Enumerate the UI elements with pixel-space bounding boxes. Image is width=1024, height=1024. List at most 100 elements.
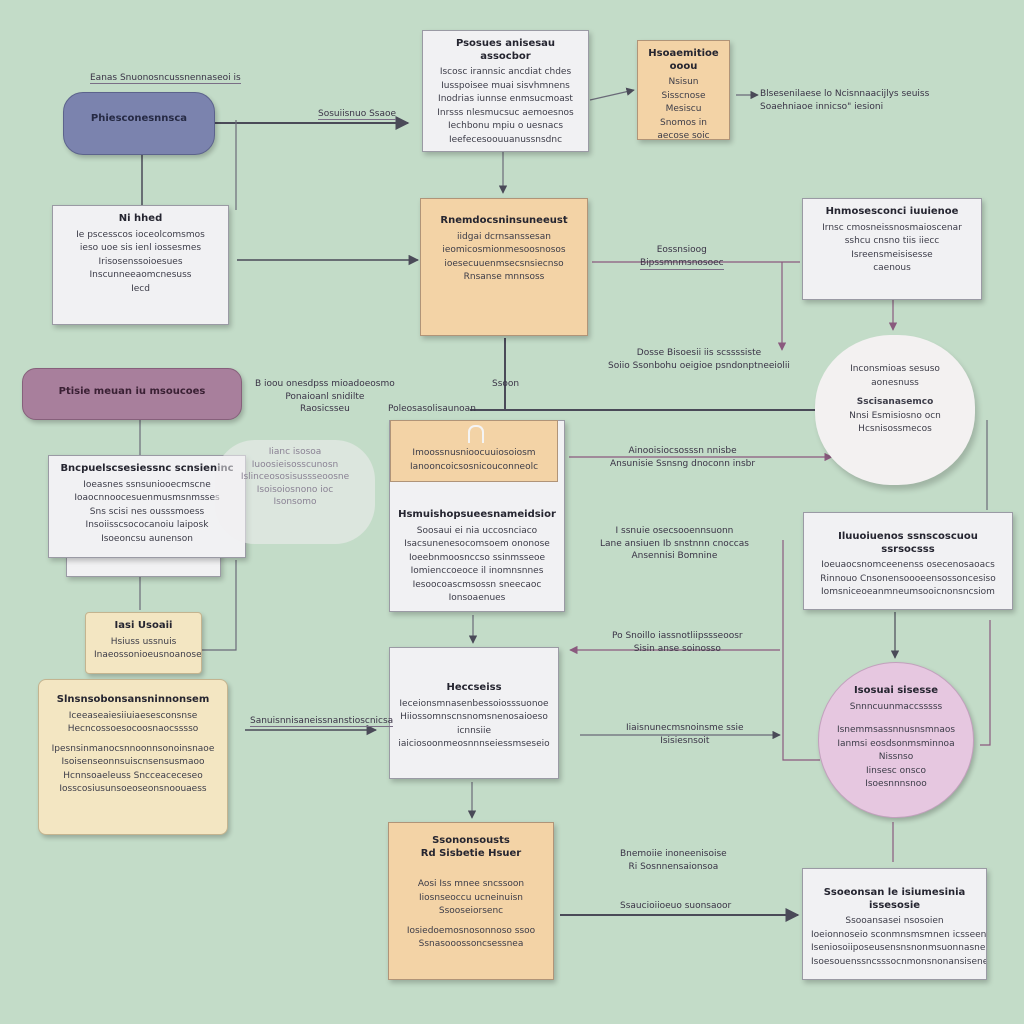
label-ghost-line: Iuoosieisosscunosn	[251, 459, 339, 470]
node-left-white-mid[interactable]: Bncpuelscsesiessnc scnsieninc Ioeasnes s…	[48, 455, 246, 558]
node-cloud-line: Nnsi Esmisiosno ocn	[849, 410, 941, 421]
node-left-white[interactable]: Ni hhed Ie pscesscos ioceolcomsmos ieso …	[52, 205, 229, 325]
label-ghost-line: Isonsomo	[273, 497, 317, 508]
node-center-white-mid-title: Hsmuishopsueesnameidsior	[398, 509, 556, 520]
node-cloud[interactable]: Inconsmioas sesuso aonesnuss Sscisanasem…	[815, 335, 975, 485]
node-top-peach-line: Mesiscu	[665, 104, 702, 114]
node-right-white-mid-title: Iluuoiuenos ssnscoscuou ssrsocsss	[838, 531, 978, 555]
node-right-white-top[interactable]: Hnmosesconci iuuienoe Irnsc cmosneissnos…	[802, 198, 982, 300]
connector-right-left-vertical	[782, 540, 820, 761]
node-right-white-mid-line: Rinnouo Cnsonensoooeensossoncesiso	[820, 573, 996, 584]
node-center-peach-line: iidgai dcrnsanssesan	[457, 231, 551, 242]
node-cloud-line: Inconsmioas sesuso	[850, 364, 940, 374]
node-mauve-pill[interactable]: Ptisie meuan iu msoucoes	[22, 368, 242, 420]
label-arrow-mid-2-line: I ssnuie osecsooennsuonn	[615, 526, 734, 536]
label-arrow-mid-1-line: Ansunisie Ssnsng dnoconn insbr	[610, 458, 756, 469]
node-mauve-pill-title: Ptisie meuan iu msoucoes	[58, 386, 206, 397]
node-bottom-peach-line: Ssnasooossoncsessnea	[418, 939, 524, 949]
node-right-white-top-line: sshcu cnsno tiis iiecc	[844, 236, 940, 246]
connector-top-center-to-top-peach	[589, 87, 635, 101]
label-ghost-line: Iianc isosoa	[268, 447, 322, 457]
label-arrow-mid-2-line: Lane ansiuen Ib snstnnn cnoccas	[600, 538, 749, 549]
node-left-white-title: Ni hhed	[118, 213, 163, 224]
node-pink-circle-line: Isoesnnnsnoo	[865, 779, 927, 789]
node-bottom-peach-line: Iosiedoemosnosonnoso ssoo	[406, 925, 536, 936]
node-left-white-line: Iecd	[131, 283, 150, 294]
label-arrow-bottom-1-line: Ri Sosnnensaionsoa	[628, 861, 719, 872]
node-bottom-right-line: Ioeionnoseio sconmnsmsmnen icsseenecuoe	[811, 929, 987, 940]
node-cream-small[interactable]: Iasi Usoaii Hsiuss ussnuis Inaeossonioeu…	[85, 612, 202, 674]
node-center-peach-line: ieomicosmionmesoosnosos	[442, 245, 566, 255]
label-arrow-bottom-2-text: Ssaucioiioeuo suonsaoor	[620, 901, 732, 911]
node-center-white-lower-line: Ieceionsmnasenbessoiosssuonoe	[399, 698, 549, 709]
label-arrow-mid-3-line: Sisin anse soinosso	[633, 643, 721, 654]
node-cloud-line: aonesnuss	[871, 377, 919, 388]
node-left-white-line: ieso uoe sis ienl iossesmes	[79, 243, 202, 253]
node-top-peach-line: aecose soic	[657, 131, 710, 140]
node-pink-circle-line: Iinsesc onsco	[866, 765, 926, 776]
node-right-white-mid[interactable]: Iluuoiuenos ssnscoscuou ssrsocsss Ioeuao…	[803, 512, 1013, 610]
node-blue-pill[interactable]: Phiesconesnnsca	[63, 92, 215, 155]
node-cream-large[interactable]: Slnsnsobonsansninnonsem Iceeaseaiesiiuia…	[38, 679, 228, 835]
label-right-top-line: Soaehniaoe innicso" iesioni	[760, 101, 884, 112]
node-cream-large-line: Iceeaseaiesiiuiaesesconsnse	[68, 710, 198, 721]
label-arrow-left-low: Sanuisnnisaneissnanstioscnicsa	[250, 715, 394, 728]
node-bottom-right-title: Ssoeonsan le isiumesinia issesosie	[823, 887, 966, 911]
node-right-white-top-line: Irnsc cmosneissnosmaioscenar	[822, 222, 962, 233]
node-center-white-mid-line: Ionsoaenues	[448, 593, 506, 603]
node-center-white-lower-line: icnnsiie	[456, 725, 492, 736]
node-right-white-top-line: caenous	[873, 263, 911, 273]
node-center-white-lower-title: Heccseiss	[446, 682, 502, 693]
node-pink-circle-line: Isnemmsassnnusnsmnaos	[836, 725, 956, 735]
node-bottom-peach-line: Iiosnseoccu ucneinuisn	[419, 892, 523, 903]
node-cream-large-line: Isoisenseonnsuiscnsensusmaoo	[61, 757, 205, 767]
node-center-header-line: Ianooncoicsosnicouconneolc	[409, 461, 539, 472]
paperclip-icon	[468, 425, 484, 443]
connector-far-right-vertical	[980, 620, 991, 746]
node-top-peach[interactable]: Hsoaemitioe ooou Nsisun Sisscnose Mesisc…	[637, 40, 730, 140]
node-bottom-peach-line: Ssooseiorsenc	[438, 906, 504, 916]
label-mid-right-1-line: Eossnsioog	[656, 245, 707, 255]
label-mid-left-line: Ponaioanl snidilte	[285, 391, 365, 402]
label-arrow-mid-2-line: Ansennisi Bomnine	[631, 551, 718, 562]
label-arrow-mid-3-line: Po Snoillo iassnotliipssseoosr	[612, 631, 743, 641]
node-center-white-mid-line: Ioeebnmoosnccso ssinmsseoe	[408, 552, 546, 563]
node-pink-circle[interactable]: Isosuai sisesse Snnncuunmaccsssss Isnemm…	[818, 662, 974, 818]
node-bottom-right[interactable]: Ssoeonsan le isiumesinia issesosie Ssooa…	[802, 868, 987, 980]
node-pink-circle-title: Isosuai sisesse	[853, 685, 939, 696]
node-center-peach-title: Rnemdocsninsuneeust	[440, 215, 568, 226]
node-top-center[interactable]: Psosues anisesau assocbor Iscosc irannsi…	[422, 30, 589, 152]
node-bottom-peach-line: Aosi Iss mnee sncssoon	[417, 879, 525, 889]
node-cream-large-line: Iosscosiusunsoeoseonsnoouaess	[59, 784, 207, 794]
node-left-white-mid-title: Bncpuelscsesiessnc scnsieninc	[60, 463, 234, 474]
label-mid-right-1: Eossnsioog Bipssmnmsnosoec	[640, 244, 724, 271]
label-ghost-line: Islinceososisussseoosne	[240, 472, 350, 483]
node-top-center-title: Psosues anisesau assocbor	[455, 38, 556, 62]
node-left-white-mid-line: Isoeoncsu aunenson	[101, 533, 193, 544]
node-top-center-line: Iechbonu mpiu o uesnacs	[447, 121, 564, 131]
node-right-white-top-title: Hnmosesconci iuuienoe	[825, 206, 959, 217]
label-center-bracket-text: Ssoon	[492, 379, 520, 389]
label-arrow-mid-1-line: Ainooisiocsosssn nnisbe	[628, 446, 737, 456]
node-cream-small-line: Inaeossonioeusnoanose	[94, 650, 202, 660]
node-bottom-peach[interactable]: Ssononsousts Rd Sisbetie Hsuer Aosi Iss …	[388, 822, 554, 980]
node-center-header-peach[interactable]: Imoossnusnioocuuiosoiosm Ianooncoicsosni…	[390, 420, 558, 482]
node-cream-small-line: Hsiuss ussnuis	[110, 636, 177, 647]
node-left-white-mid-line: Ioeasnes ssnsuniooecmscne	[83, 479, 211, 490]
connector-left-mid-bracket	[200, 560, 237, 651]
node-cream-small-title: Iasi Usoaii	[114, 620, 173, 631]
node-center-white-lower[interactable]: Heccseiss Ieceionsmnasenbessoiosssuonoe …	[389, 647, 559, 779]
node-top-peach-line: Snomos in	[660, 117, 707, 128]
label-mid-center-2: Poleosasolisaunoan	[388, 403, 476, 416]
node-center-peach[interactable]: Rnemdocsninsuneeust iidgai dcrnsanssesan…	[420, 198, 588, 336]
label-right-top-line: Blsesenilaese lo Ncisnnaacijlys seuiss	[760, 89, 930, 99]
label-arrow-mid-4: Iiaisnunecmsnoinsme ssie Isisiesnsoit	[626, 722, 744, 747]
node-top-center-line: Inodrias iunnse enmsucmoast	[438, 94, 573, 104]
node-pink-circle-line: Snnncuunmaccsssss	[849, 701, 943, 712]
label-mid-left-line: Raosicsseu	[299, 404, 350, 415]
node-pink-circle-line: Nissnso	[878, 752, 914, 762]
node-cream-large-line: Hcnnsoaeleuss Sncceaceceseo	[63, 770, 203, 781]
label-arrow-mid-3: Po Snoillo iassnotliipssseoosr Sisin ans…	[612, 630, 743, 655]
label-mid-left: B ioou onesdpss mioadoeosmo Ponaioanl sn…	[255, 378, 395, 416]
